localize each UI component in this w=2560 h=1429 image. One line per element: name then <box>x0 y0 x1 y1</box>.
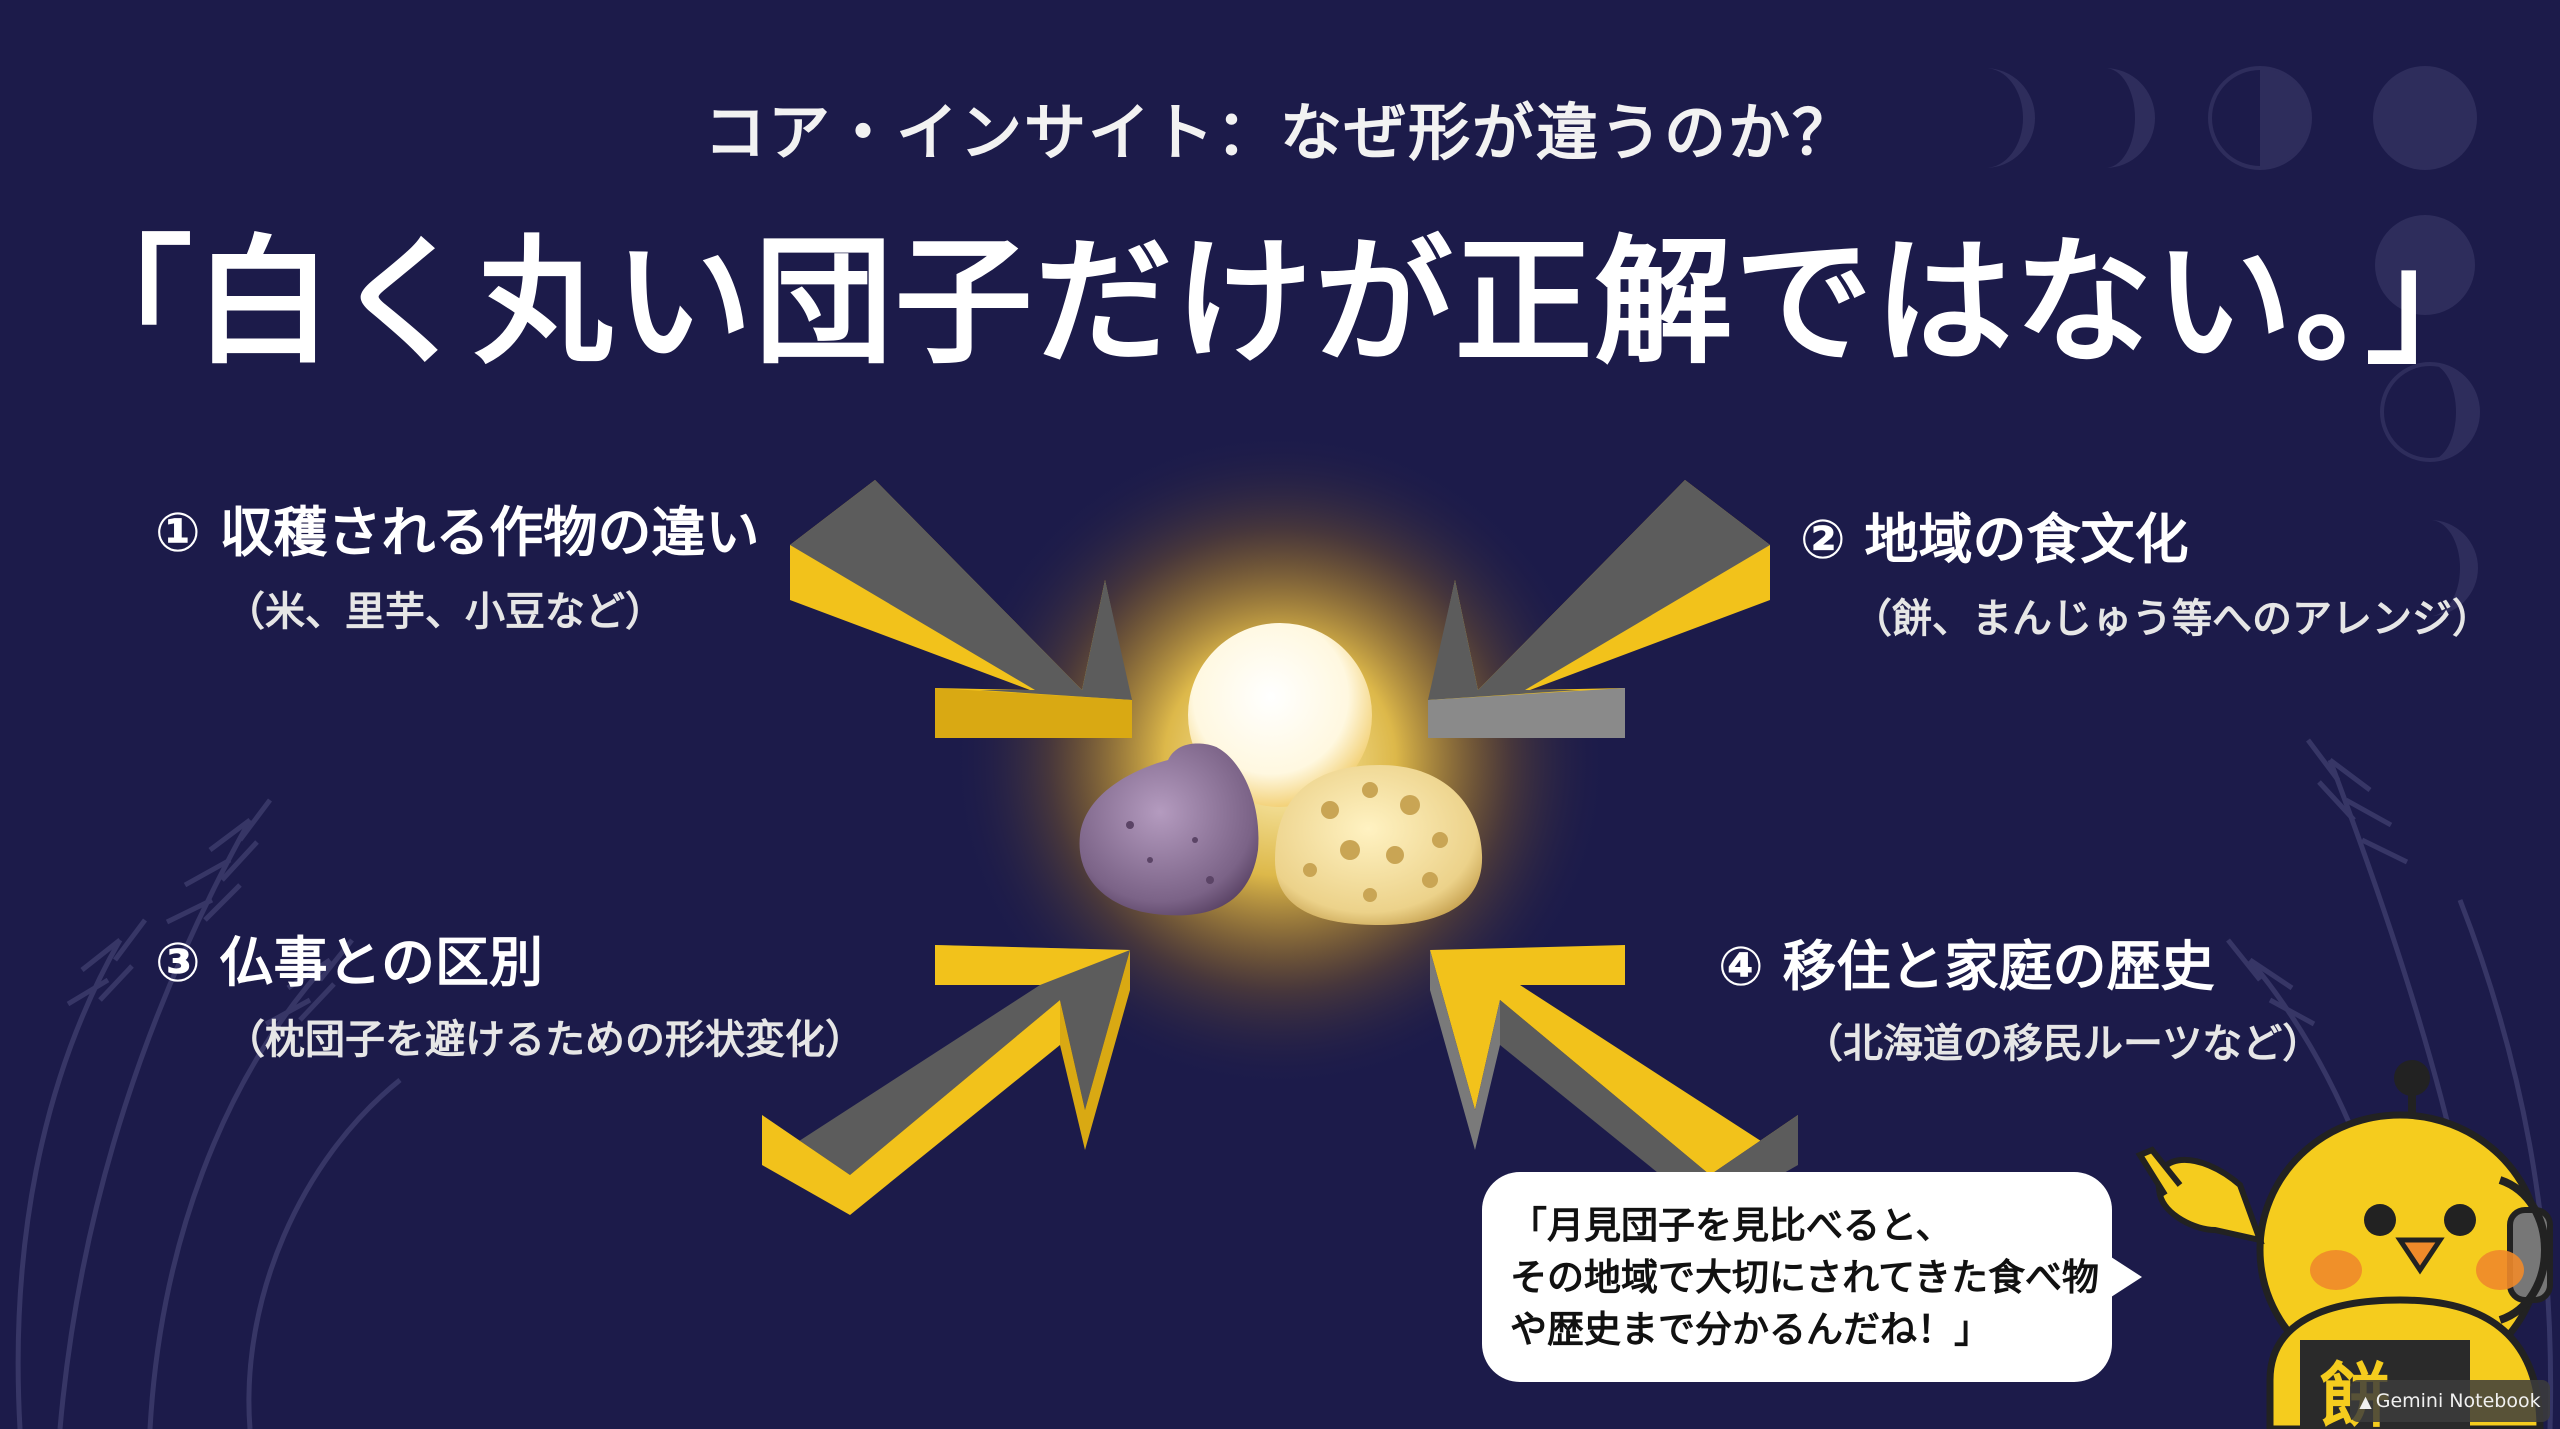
susuki-grass-icon <box>15 798 402 1429</box>
factor-detail: （餅、まんじゅう等へのアレンジ） <box>1852 596 2492 642</box>
arrow-icon <box>1430 945 1798 1215</box>
dango-icon <box>1079 623 1483 925</box>
moon-phases <box>1985 66 2480 616</box>
factor-migration-history: ④ 移住と家庭の歴史 （北海道の移民ルーツなど） <box>1718 922 2322 1069</box>
speech-bubble-tail <box>2108 1255 2142 1299</box>
full-moon-icon <box>2375 215 2475 315</box>
slide-subtitle: コア・インサイト：なぜ形が違うのか？ <box>703 96 1856 169</box>
arrow-icon <box>1428 480 1770 738</box>
factor-title: ④ 移住と家庭の歴史 <box>1718 935 2215 998</box>
slide-headline: 「白く丸い団子だけが正解ではない。」 <box>54 222 2506 383</box>
factor-detail: （枕団子を避けるための形状変化） <box>225 1017 865 1063</box>
notebook-icon: ▲ <box>2359 1392 2372 1411</box>
factor-title: ① 収穫される作物の違い <box>155 501 760 564</box>
factor-detail: （米、里芋、小豆など） <box>225 589 665 635</box>
speech-line: その地域で大切にされてきた食べ物 <box>1510 1256 2100 1299</box>
factor-title: ② 地域の食文化 <box>1800 508 2189 571</box>
speech-line: 「月見団子を見比べると、 <box>1510 1204 1953 1247</box>
factor-buddhist-rites: ③ 仏事との区別 （枕団子を避けるための形状変化） <box>155 918 865 1065</box>
factor-food-culture: ② 地域の食文化 （餅、まんじゅう等へのアレンジ） <box>1800 495 2492 644</box>
factor-detail: （北海道の移民ルーツなど） <box>1803 1021 2323 1067</box>
crescent-moon-icon <box>2105 67 2156 168</box>
half-moon-icon <box>2208 66 2312 170</box>
crescent-moon-icon <box>2430 520 2478 616</box>
factor-title: ③ 仏事との区別 <box>155 931 543 994</box>
speech-bubble: 「月見団子を見比べると、 その地域で大切にされてきた食べ物 や歴史まで分かるんだ… <box>1482 1172 2112 1382</box>
speech-line: や歴史まで分かるんだね！」 <box>1510 1308 1991 1351</box>
arrow-icon <box>790 480 1132 738</box>
half-moon-icon <box>2380 362 2480 462</box>
full-moon-icon <box>2373 66 2477 170</box>
badge-label: Gemini Notebook <box>2375 1390 2541 1412</box>
arrow-icon <box>762 945 1130 1215</box>
gemini-notebook-badge[interactable]: ▲Gemini Notebook <box>2350 1380 2550 1422</box>
factor-crops: ① 収穫される作物の違い （米、里芋、小豆など） <box>155 488 760 637</box>
crescent-moon-icon <box>1985 67 2036 168</box>
